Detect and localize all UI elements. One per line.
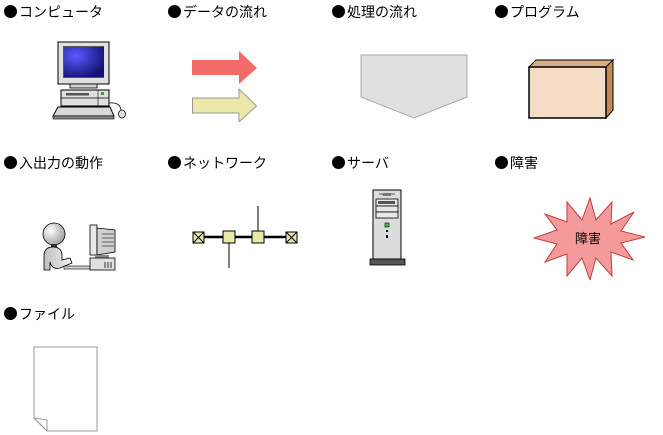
data-flow-arrows-icon	[192, 50, 260, 122]
legend-label: ファイル	[19, 307, 75, 323]
legend-label: サーバ	[347, 156, 389, 172]
bullet-icon	[495, 5, 508, 18]
failure-burst-label: 障害	[575, 232, 602, 247]
bullet-icon	[168, 156, 181, 169]
program-box-icon	[528, 59, 616, 121]
bullet-icon	[332, 5, 345, 18]
legend-label: 入出力の動作	[19, 156, 103, 172]
process-flow-pentagon-icon	[360, 54, 470, 120]
bullet-icon	[4, 307, 17, 320]
network-bus-icon	[192, 205, 298, 269]
person-at-computer-icon	[40, 222, 120, 274]
server-tower-icon	[369, 189, 407, 267]
legend-label: データの流れ	[183, 5, 267, 21]
legend-label: ネットワーク	[183, 156, 267, 172]
legend-label: 処理の流れ	[347, 5, 417, 21]
failure-burst-icon: 障害	[533, 196, 647, 280]
bullet-icon	[332, 156, 345, 169]
file-document-icon	[33, 346, 99, 432]
legend-label: プログラム	[510, 5, 580, 21]
computer-icon	[52, 40, 132, 122]
bullet-icon	[4, 5, 17, 18]
legend-label: 障害	[510, 156, 538, 172]
bullet-icon	[495, 156, 508, 169]
bullet-icon	[168, 5, 181, 18]
legend-label: コンピュータ	[19, 5, 103, 21]
bullet-icon	[4, 156, 17, 169]
